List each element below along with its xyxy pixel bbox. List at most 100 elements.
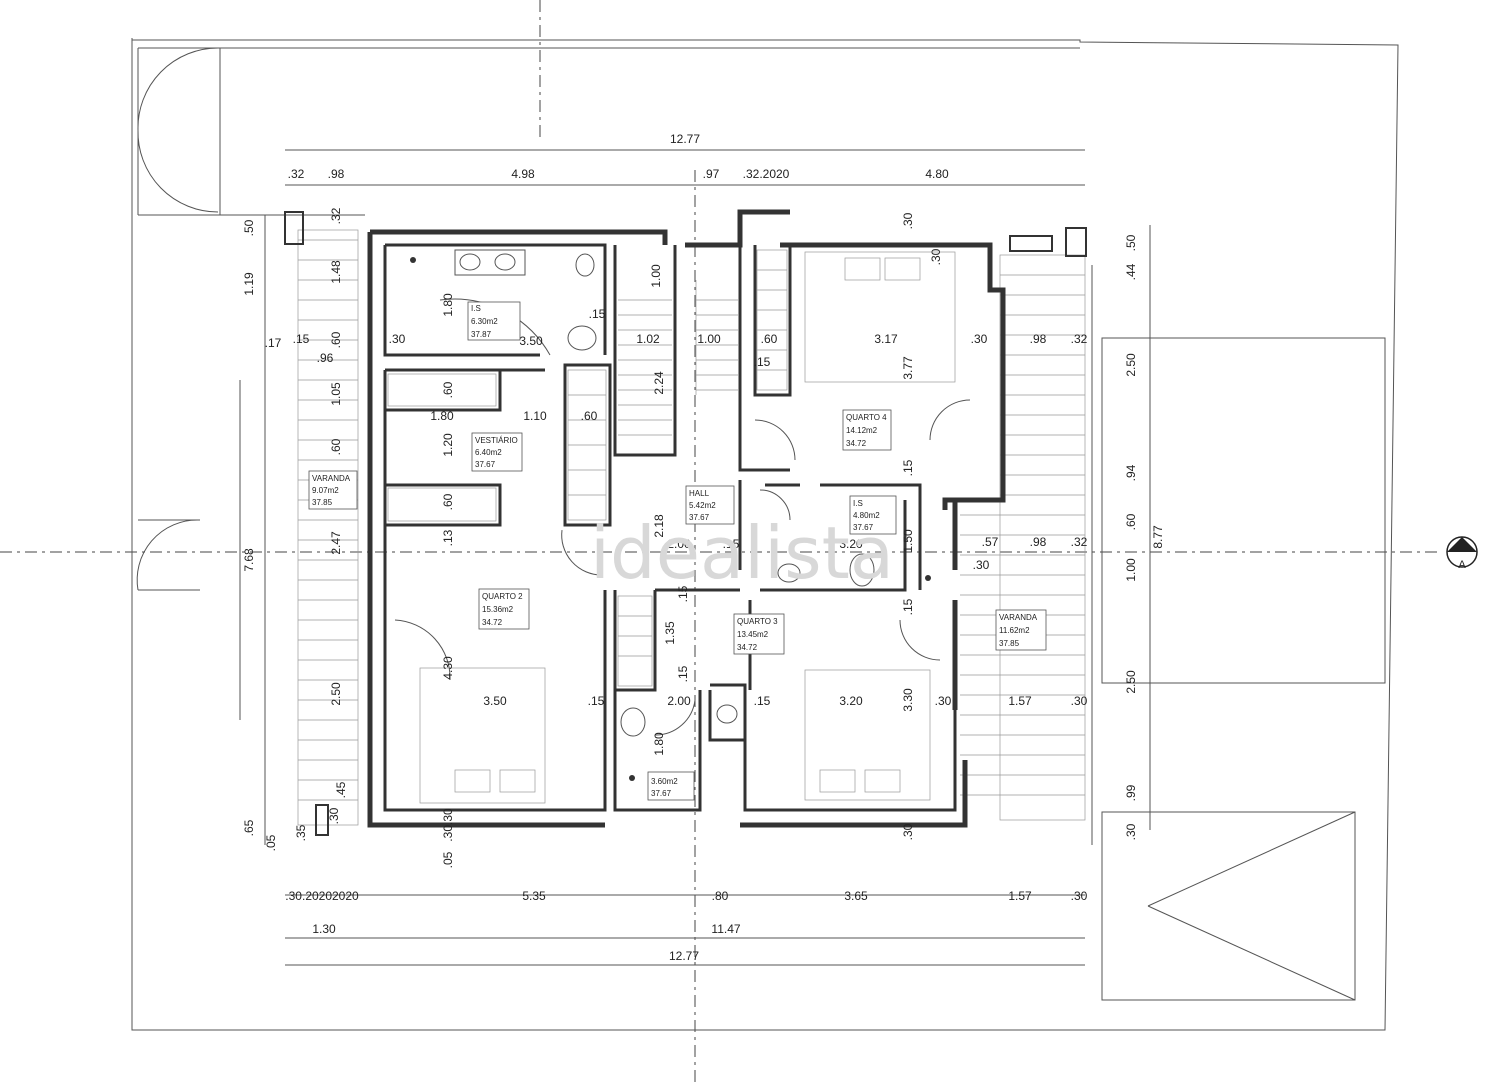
dim-left-5: .96 [317, 351, 334, 365]
svg-text:9.07m2: 9.07m2 [312, 486, 339, 495]
dim-int-41: 2.00 [667, 694, 691, 708]
dim-bottom-5: 1.57 [1008, 889, 1032, 903]
dim-int-28: 3.20 [839, 537, 863, 551]
beds [419, 251, 956, 804]
section-marker: A [1446, 536, 1478, 571]
dim-left-8: .60 [329, 331, 343, 348]
room-labels: I.S 6.30m2 37.87 VESTIÁRIO 6.40m2 37.67 … [308, 301, 1047, 801]
svg-text:I.S: I.S [471, 304, 481, 313]
dim-int-6: 1.02 [636, 332, 660, 346]
dim-int-31: .98 [1030, 535, 1047, 549]
dim-int-29: 1.50 [901, 529, 915, 553]
dim-top-3: 4.98 [511, 167, 535, 181]
dim-top-2: .98 [328, 167, 345, 181]
svg-text:34.72: 34.72 [737, 643, 758, 652]
dim-int-7: 1.00 [697, 332, 721, 346]
svg-text:13.45m2: 13.45m2 [737, 630, 769, 639]
dim-int-9: .15 [754, 355, 771, 369]
svg-text:37.67: 37.67 [853, 523, 874, 532]
room-label-wc3: 3.60m2 37.67 [647, 771, 695, 801]
svg-text:HALL: HALL [689, 489, 710, 498]
room-label-wc1: I.S 6.30m2 37.87 [467, 301, 521, 341]
dim-int-45: .30 [935, 694, 952, 708]
dim-int-33: .30 [973, 558, 990, 572]
dim-bottom-4: 3.65 [844, 889, 868, 903]
dim-bottom-total: 12.77 [669, 949, 699, 963]
watermark-text: idealista [590, 511, 894, 595]
dim-right-4: .94 [1124, 464, 1138, 481]
dim-int-18: 1.80 [430, 409, 454, 423]
dim-int-46: 1.57 [1008, 694, 1032, 708]
svg-text:34.72: 34.72 [482, 618, 503, 627]
staircase [618, 280, 738, 436]
room-label-quarto3: QUARTO 3 13.45m2 34.72 [733, 613, 785, 655]
interior-walls [383, 243, 957, 812]
dim-top-5: .32.2020 [743, 167, 790, 181]
svg-text:37.85: 37.85 [999, 639, 1020, 648]
svg-text:34.72: 34.72 [846, 439, 867, 448]
dim-int-8: .60 [761, 332, 778, 346]
room-label-vestiario: VESTIÁRIO 6.40m2 37.67 [471, 432, 523, 472]
svg-text:QUARTO 2: QUARTO 2 [482, 592, 523, 601]
dim-right-total: 8.77 [1151, 525, 1165, 549]
dim-int-26: 2.00 [667, 537, 691, 551]
dim-int-3: .30 [389, 332, 406, 346]
dim-bottom-6: .30 [1071, 889, 1088, 903]
svg-text:4.80m2: 4.80m2 [853, 511, 880, 520]
dim-bottom-3: .80 [712, 889, 729, 903]
dim-left-1: .50 [242, 219, 256, 236]
dim-top-1: .32 [288, 167, 305, 181]
room-label-hall: HALL 5.42m2 37.67 [685, 485, 735, 525]
dim-right-8: .99 [1124, 784, 1138, 801]
dim-left-3: .17 [265, 336, 282, 350]
dim-bottom-7: 1.30 [312, 922, 336, 936]
toilet-icon [575, 253, 595, 277]
bed-quarto-2 [419, 667, 546, 804]
dim-left-7: 1.48 [329, 260, 343, 284]
dim-left-total: 7.68 [242, 548, 256, 572]
dim-int-24: .13 [441, 529, 455, 546]
svg-text:I.S: I.S [853, 499, 863, 508]
dim-int-13: .30 [901, 212, 915, 229]
dim-int-23: .60 [441, 493, 455, 510]
sanitary-fixtures [410, 249, 931, 781]
svg-text:3.60m2: 3.60m2 [651, 777, 678, 786]
garage-area [1101, 337, 1386, 1001]
dim-int-27: .15 [723, 537, 740, 551]
dim-left-11: 2.47 [329, 531, 343, 555]
svg-text:37.67: 37.67 [651, 789, 672, 798]
dim-int-47: .30 [1071, 694, 1088, 708]
dim-right-6: 1.00 [1124, 558, 1138, 582]
entrance-gate [136, 47, 365, 591]
left-balcony-hatch [284, 211, 359, 836]
dim-int-44: 3.30 [901, 688, 915, 712]
room-label-quarto2: QUARTO 2 15.36m2 34.72 [478, 588, 530, 630]
dim-int-2: .15 [589, 307, 606, 321]
dim-right-1: .50 [1124, 234, 1138, 251]
dim-int-49: .30.30 [441, 808, 455, 842]
dim-bottom-1: .30.20202020 [285, 889, 359, 903]
dim-left-12: 2.50 [329, 682, 343, 706]
dim-int-42: .15 [754, 694, 771, 708]
site-boundary [131, 38, 1399, 1031]
dim-top-6: 4.80 [925, 167, 949, 181]
dim-int-20: .60 [581, 409, 598, 423]
dim-int-38: .15 [676, 665, 690, 682]
dim-bottom-2: 5.35 [522, 889, 546, 903]
svg-text:15.36m2: 15.36m2 [482, 605, 514, 614]
dim-int-16: .32 [1071, 332, 1088, 346]
svg-text:VESTIÁRIO: VESTIÁRIO [475, 436, 518, 445]
dimension-lines [239, 149, 1151, 966]
dimension-labels: 12.77 .32 .98 4.98 .97 .32.2020 4.80 .30… [242, 132, 1165, 963]
dim-int-12: 3.77 [901, 356, 915, 380]
dim-bottom-8: 11.47 [711, 922, 740, 936]
dim-int-19: 1.10 [523, 409, 547, 423]
dim-int-5: 1.00 [649, 264, 663, 288]
dim-top-total: 12.77 [670, 132, 700, 146]
svg-text:6.30m2: 6.30m2 [471, 317, 498, 326]
wardrobes [387, 249, 788, 687]
dim-int-1: 1.80 [441, 293, 455, 317]
svg-text:14.12m2: 14.12m2 [846, 426, 878, 435]
dim-int-40: .15 [588, 694, 605, 708]
